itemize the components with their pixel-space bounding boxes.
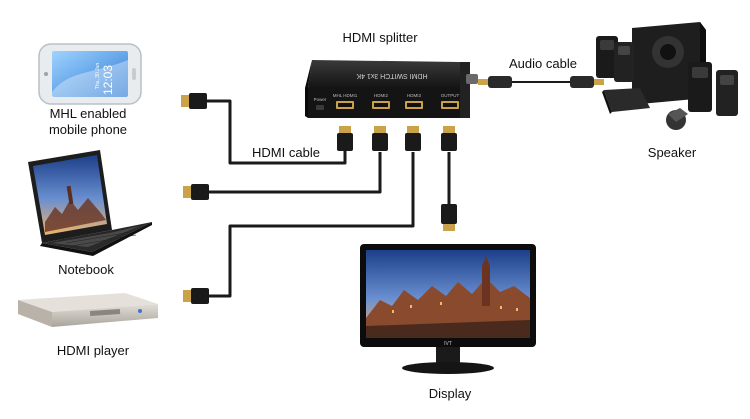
label-speaker: Speaker: [647, 145, 697, 160]
port-label-2: HDMI2: [374, 93, 388, 98]
cable-notebook-to-splitter: [208, 152, 382, 194]
display-brand: IVT: [444, 341, 452, 347]
port-label-3: HDMI3: [407, 93, 421, 98]
hdmi-plug-icon: [183, 288, 209, 304]
audio-plugs: [478, 76, 604, 88]
label-hdmi-player: HDMI player: [56, 343, 130, 358]
hdmi-plug-icon: [441, 204, 457, 231]
port-label-4: OUTPUT: [441, 93, 460, 98]
hdmi-plug-icon: [441, 126, 457, 151]
speaker-system-illustration: [596, 22, 738, 130]
cable-player-to-splitter: [208, 152, 415, 298]
hdmi-plug-icon: [183, 184, 209, 200]
hdmi-splitter-illustration: HDMI SWITCH 3x1 4K Power MHL HDMI1 HDMI2…: [305, 60, 478, 118]
hdmi-plug-icon: [181, 93, 207, 109]
notebook-illustration: [28, 150, 152, 256]
label-display: Display: [428, 386, 472, 401]
power-label: Power: [314, 97, 327, 102]
label-audio-cable: Audio cable: [509, 56, 577, 71]
label-notebook: Notebook: [58, 262, 114, 277]
hdmi-player-illustration: [18, 293, 158, 327]
hdmi-plug-icon: [372, 126, 388, 151]
hdmi-cables: [206, 81, 588, 298]
label-mobile-phone: MHL enabled mobile phone: [48, 106, 128, 137]
hdmi-plug-icon: [337, 126, 353, 151]
cable-phone-to-splitter: [206, 99, 347, 165]
splitter-front-panel: Power MHL HDMI1 HDMI2 HDMI3 OUTPUT: [314, 93, 460, 110]
hdmi-plugs: [181, 93, 457, 304]
label-hdmi-cable: HDMI cable: [252, 145, 320, 160]
mobile-phone-illustration: 12:03 Thu, 30 Jun: [38, 43, 142, 105]
audio-jack-icon: [570, 76, 604, 88]
display-illustration: IVT: [360, 244, 536, 374]
splitter-top-label: HDMI SWITCH 3x1 4K: [356, 72, 428, 79]
label-hdmi-splitter: HDMI splitter: [342, 30, 418, 45]
phone-clock: 12:03: [101, 65, 115, 95]
port-label-1: MHL HDMI1: [333, 93, 358, 98]
audio-jack-icon: [478, 76, 512, 88]
phone-date: Thu, 30 Jun: [95, 63, 101, 90]
hdmi-plug-icon: [405, 126, 421, 151]
